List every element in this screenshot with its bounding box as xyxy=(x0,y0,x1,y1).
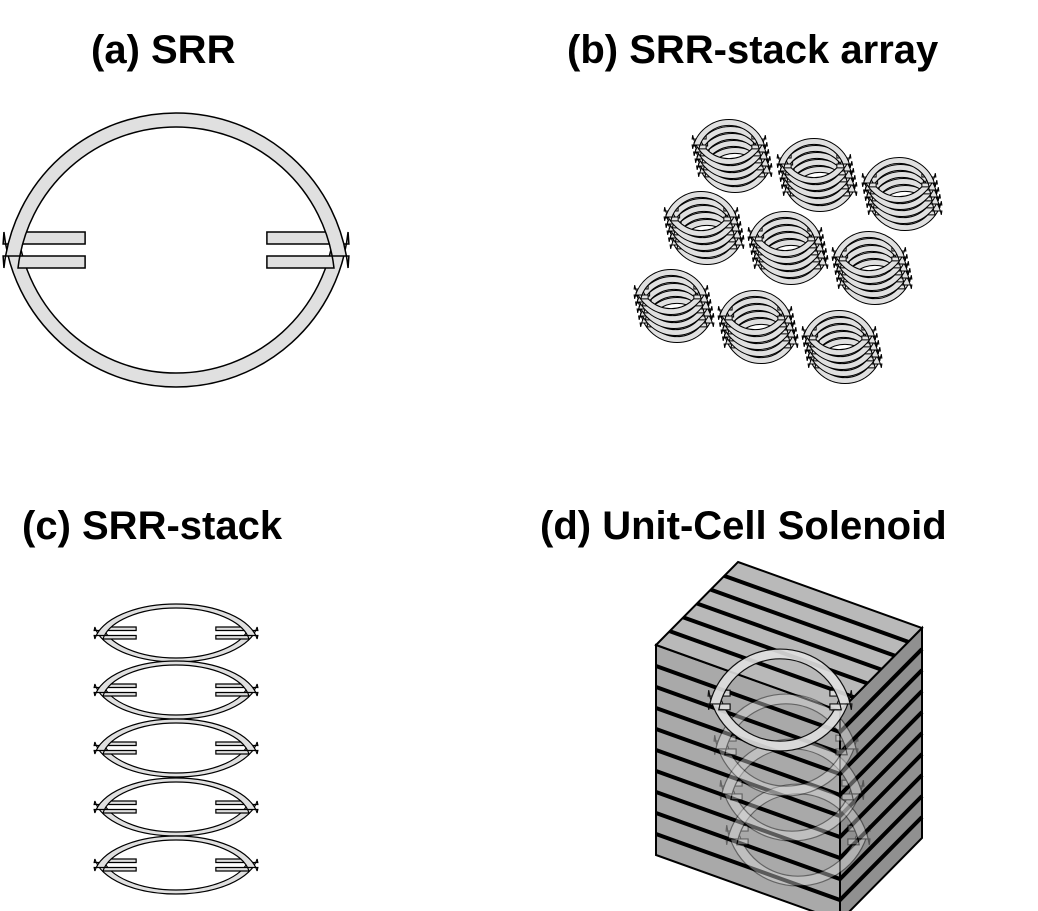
stack-ring-5-upper-half xyxy=(93,858,259,895)
array-stack-7-ring-1-lower-half xyxy=(633,269,709,300)
array-stack-5-ring-1-lower-half xyxy=(747,211,823,242)
array-stack-1-ring-1 xyxy=(691,119,767,165)
stack-ring-5-lower-half xyxy=(93,835,259,872)
solenoid-ring-1 xyxy=(707,648,853,752)
panel-b-title: (b) SRR-stack array xyxy=(567,28,939,72)
stack-ring-1-upper-half xyxy=(93,626,259,663)
stack-ring-1 xyxy=(93,603,259,663)
srr-ring-upper-half xyxy=(2,231,350,388)
array-stack-5 xyxy=(747,211,829,285)
array-stack-5-ring-3-lower-half xyxy=(750,225,826,256)
srr-ring-lower-half xyxy=(2,112,350,269)
panel-a-srr xyxy=(2,112,350,388)
stack-ring-3-lower-half xyxy=(93,718,259,755)
array-stack-7-ring-1 xyxy=(633,269,709,315)
array-stack-9-ring-2-lower-half xyxy=(803,317,878,348)
solenoid-top-winding-3 xyxy=(696,601,882,672)
array-stack-6 xyxy=(831,231,913,305)
array-stack-9-ring-1 xyxy=(801,310,877,356)
array-stack-3 xyxy=(861,157,943,231)
stack-ring-4 xyxy=(93,777,259,837)
solenoid-ring-4-upper-half xyxy=(725,824,871,887)
array-stack-8-ring-1 xyxy=(717,290,793,336)
solenoid-winding-5 xyxy=(655,731,924,819)
array-stack-9 xyxy=(801,310,883,384)
array-stack-6-ring-1 xyxy=(831,231,907,277)
array-stack-2-ring-1 xyxy=(776,138,852,184)
array-stack-5-ring-1 xyxy=(747,211,823,257)
array-stack-3-ring-1-lower-half xyxy=(861,157,937,188)
array-stack-4-ring-3-lower-half xyxy=(666,205,742,236)
array-stack-6-ring-2-lower-half xyxy=(833,238,908,269)
solenoid-ring-1-lower-half xyxy=(707,648,853,711)
array-stack-2-ring-1-lower-half xyxy=(776,138,852,169)
array-stack-1-ring-2-lower-half xyxy=(693,126,768,157)
array-stack-2-ring-2-lower-half xyxy=(778,145,853,176)
panel-d-unit-cell-solenoid xyxy=(654,560,924,911)
stack-ring-5 xyxy=(93,835,259,895)
solenoid-top-winding-5 xyxy=(668,629,855,700)
array-stack-5-ring-2-lower-half xyxy=(749,218,824,249)
solenoid-winding-8 xyxy=(655,794,924,882)
solenoid-top-winding-1 xyxy=(723,573,910,644)
stack-ring-3 xyxy=(93,718,259,778)
stack-ring-2-upper-half xyxy=(93,683,259,720)
panel-c-title: (c) SRR-stack xyxy=(22,504,283,548)
solenoid-ring-4-lower-half xyxy=(725,783,871,846)
array-stack-2-ring-3-lower-half xyxy=(779,152,855,183)
array-stack-1-ring-3-lower-half xyxy=(694,133,770,164)
solenoid-winding-7 xyxy=(655,773,924,861)
solenoid-ring-2-upper-half xyxy=(713,734,859,797)
array-stack-2 xyxy=(776,138,858,212)
solenoid-ring-4 xyxy=(725,783,871,887)
array-stack-9-ring-3-lower-half xyxy=(804,324,880,355)
stack-ring-4-lower-half xyxy=(93,777,259,814)
array-stack-3-ring-3-lower-half xyxy=(864,171,940,202)
array-stack-4-ring-1 xyxy=(663,191,739,237)
panel-b-srr-stack-array xyxy=(633,119,943,384)
stack-ring-2 xyxy=(93,660,259,720)
solenoid-top-winding-2 xyxy=(709,587,896,658)
solenoid-ring-2 xyxy=(713,693,859,797)
stack-ring-4-upper-half xyxy=(93,800,259,837)
array-stack-4-ring-1-lower-half xyxy=(663,191,739,222)
array-stack-3-ring-1 xyxy=(861,157,937,203)
solenoid-ring-2-lower-half xyxy=(713,693,859,756)
solenoid-ring-3 xyxy=(719,738,865,842)
array-stack-8-ring-2-lower-half xyxy=(719,297,794,328)
array-stack-6-ring-1-lower-half xyxy=(831,231,907,262)
array-stack-1 xyxy=(691,119,773,193)
stack-ring-2-lower-half xyxy=(93,660,259,697)
solenoid-winding-3 xyxy=(655,689,924,777)
solenoid-box xyxy=(654,560,924,911)
array-stack-6-ring-3-lower-half xyxy=(834,245,910,276)
array-stack-8 xyxy=(717,290,799,364)
panel-d-title: (d) Unit-Cell Solenoid xyxy=(540,504,947,548)
array-stack-1-ring-1-lower-half xyxy=(691,119,767,150)
solenoid-winding-9 xyxy=(655,815,924,903)
panel-c-srr-stack xyxy=(93,603,259,895)
panel-a-title: (a) SRR xyxy=(91,28,236,72)
array-stack-4-ring-2-lower-half xyxy=(665,198,740,229)
solenoid-ring-3-lower-half xyxy=(719,738,865,801)
stack-ring-3-upper-half xyxy=(93,741,259,778)
solenoid-winding-6 xyxy=(655,752,924,840)
array-stack-9-ring-1-lower-half xyxy=(801,310,877,341)
array-stack-8-ring-1-lower-half xyxy=(717,290,793,321)
solenoid-srr-stack xyxy=(707,648,871,887)
stack-ring-1-lower-half xyxy=(93,603,259,640)
array-stack-7 xyxy=(633,269,715,343)
srr-ring xyxy=(2,112,350,388)
array-stack-7-ring-3-lower-half xyxy=(636,283,712,314)
solenoid-winding-4 xyxy=(655,710,924,798)
array-stack-3-ring-2-lower-half xyxy=(863,164,938,195)
array-stack-7-ring-2-lower-half xyxy=(635,276,710,307)
array-stack-8-ring-3-lower-half xyxy=(720,304,796,335)
array-stack-4 xyxy=(663,191,745,265)
solenoid-ring-3-upper-half xyxy=(719,779,865,842)
